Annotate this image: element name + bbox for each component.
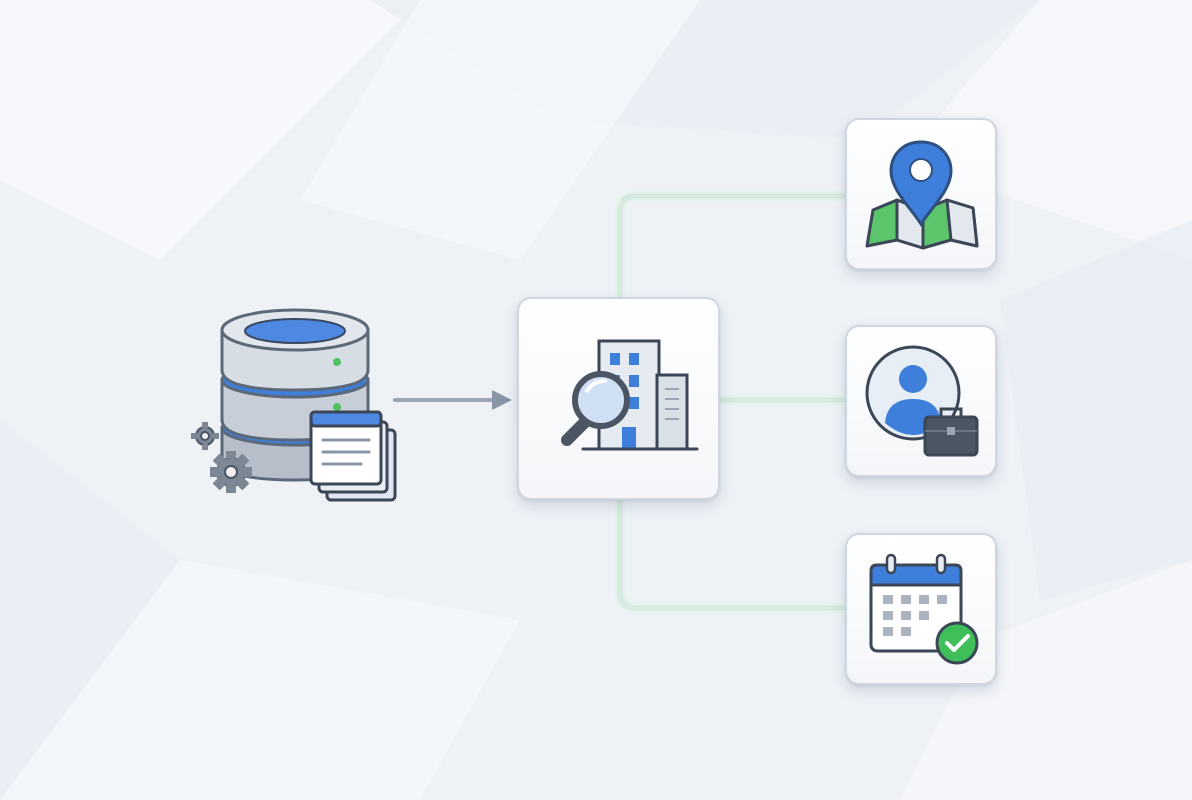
company-search-card[interactable] (517, 297, 720, 500)
checkmark-icon (935, 621, 979, 665)
contact-person-card[interactable] (845, 325, 997, 477)
hub-to-location-connector (618, 194, 845, 297)
source-to-hub-arrow (393, 390, 512, 410)
briefcase-icon (923, 407, 979, 457)
location-illustration (865, 140, 979, 250)
data-source-group (191, 308, 397, 502)
gear-icon (191, 422, 252, 493)
calendar-illustration (869, 553, 979, 665)
documents-icon (309, 410, 397, 502)
calendar-icon (869, 553, 963, 653)
hub-to-calendar-connector (618, 500, 845, 610)
map-pin-icon (889, 140, 953, 227)
magnifier-icon (561, 371, 630, 446)
company-search-illustration (561, 339, 699, 451)
contact-illustration (865, 345, 979, 457)
location-card[interactable] (845, 118, 997, 270)
calendar-card[interactable] (845, 533, 997, 685)
